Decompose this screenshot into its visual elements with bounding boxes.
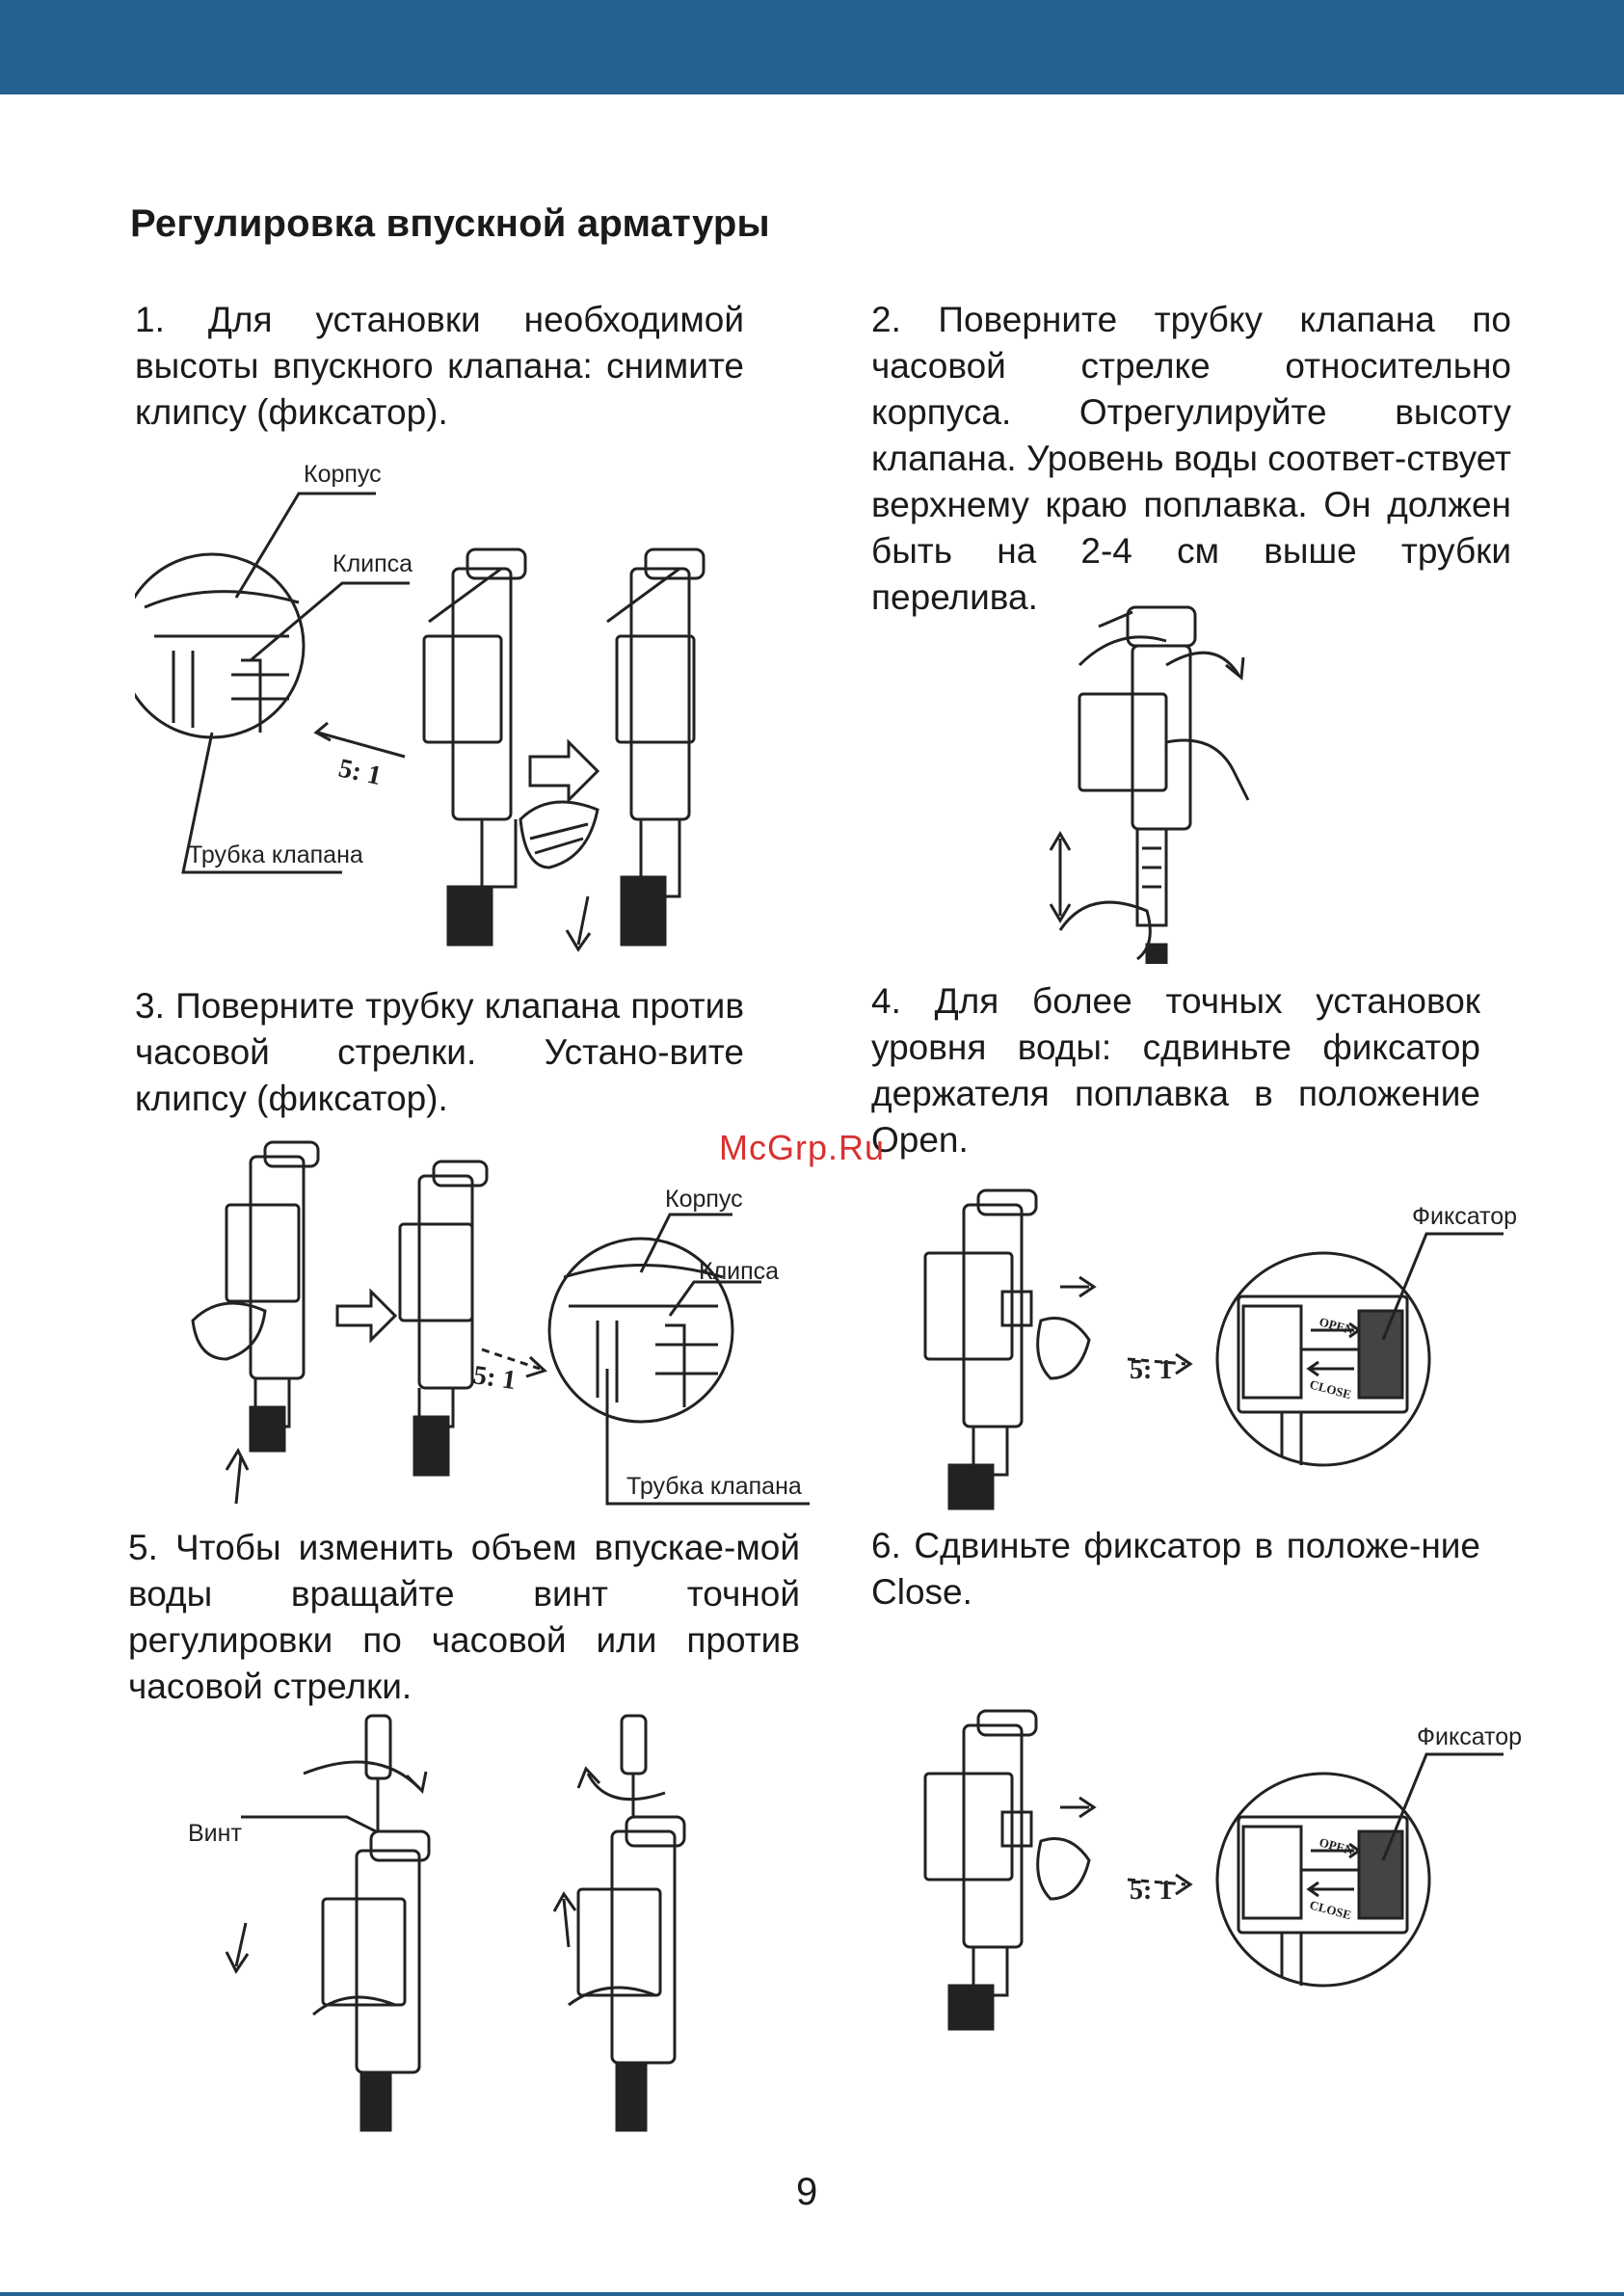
fig4-ratio-label: 5: 1 [1130, 1355, 1172, 1385]
step-4-text: 4. Для более точных установок уровня вод… [871, 981, 1480, 1160]
figure-step-1: Корпус Клипса Трубка клапана 5: 1 [135, 443, 790, 964]
step-6-text: 6. Сдвиньте фиксатор в положе-ние Close. [871, 1526, 1480, 1612]
figure-step-1-drawing: Корпус Клипса Трубка клапана 5: 1 [135, 461, 706, 952]
step-1-text: 1. Для установки необходимой высоты впус… [135, 300, 744, 432]
fig6-ratio-label: 5: 1 [1130, 1876, 1172, 1906]
figure-step-5: Винт [183, 1706, 781, 2140]
fig3-tube-label: Трубка клапана [626, 1473, 802, 1500]
footer-line [0, 2292, 1624, 2296]
fig4-retainer-label: Фиксатор [1412, 1203, 1517, 1230]
figure-step-4-drawing: Фиксатор 5: 1 OPEN CLOSE [923, 1188, 1517, 1510]
figure-step-3-drawing: Корпус Клипса Трубка клапана 5: 1 [191, 1140, 810, 1506]
figure-step-4: Фиксатор 5: 1 OPEN CLOSE [906, 1186, 1542, 1513]
fig1-housing-label: Корпус [304, 461, 382, 488]
fig6-retainer-label: Фиксатор [1417, 1723, 1522, 1750]
page-title: Регулировка впускной арматуры [130, 202, 770, 245]
fig3-ratio-label: 5: 1 [471, 1360, 518, 1396]
figure-step-2-drawing [1049, 605, 1250, 964]
watermark: McGrp.Ru [719, 1128, 886, 1167]
fig1-ratio-label: 5: 1 [336, 754, 385, 792]
figure-step-6: Фиксатор 5: 1 OPEN CLOSE [906, 1706, 1542, 2034]
fig1-tube-label: Трубка клапана [188, 841, 363, 868]
figure-step-3: Корпус Клипса Трубка клапана 5: 1 [183, 1137, 848, 1513]
figure-step-6-drawing: Фиксатор 5: 1 OPEN CLOSE [923, 1709, 1522, 2031]
step-5-text: 5. Чтобы изменить объем впускае-мой воды… [128, 1528, 800, 1706]
header-band [0, 0, 1624, 94]
step-2-text: 2. Поверните трубку клапана по часовой с… [871, 300, 1511, 617]
page-number: 9 [796, 2171, 818, 2213]
fig5-screw-label: Винт [188, 1820, 242, 1847]
figure-step-5-drawing: Винт [188, 1714, 686, 2132]
step-3-text: 3. Поверните трубку клапана против часов… [135, 986, 744, 1118]
fig3-housing-label: Корпус [665, 1186, 743, 1213]
figure-step-2 [1022, 598, 1272, 964]
fig1-clip-label: Клипса [333, 550, 413, 577]
fig3-clip-label: Клипса [699, 1258, 779, 1285]
